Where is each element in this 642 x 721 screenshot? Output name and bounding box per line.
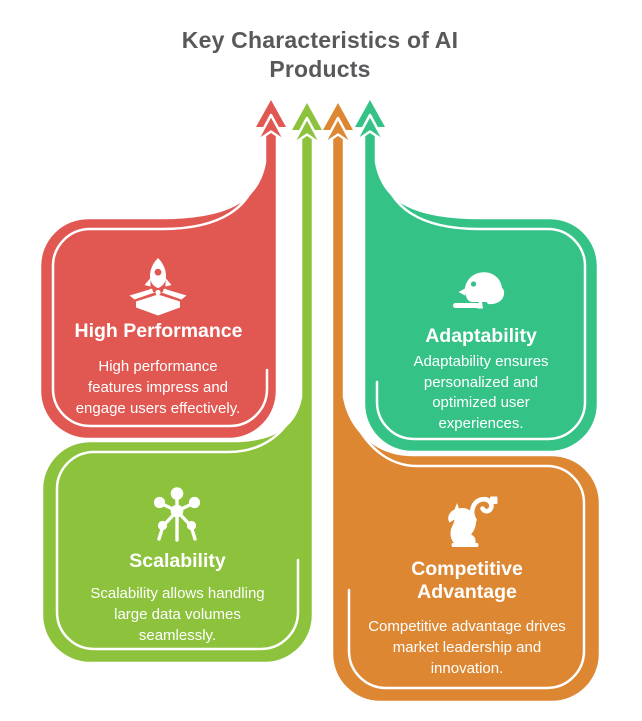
arrow-chevron-teal [354,113,386,143]
rocket-launch-icon [126,255,190,319]
card-description-scalability: Scalability allows handling large data v… [90,585,265,644]
arrow-head-red [256,100,286,127]
page-title: Key Characteristics of AI Products [181,27,459,82]
card-description-competitive-advantage: Competitive advantage drives market lead… [368,618,566,677]
card-inner-outline-adaptability [375,170,587,441]
card-shape-scalability [40,125,315,665]
arrow-head-green [292,103,322,130]
card-description-adaptability: Adaptability ensures personalized and op… [413,353,549,432]
arrow-chevron-green [291,116,323,146]
card-title-competitive-advantage: Competitive Advantage [411,558,523,603]
chameleon-icon [449,258,513,322]
arrow-chevron-red [255,113,287,143]
card-title-high-performance: High Performance [74,320,243,342]
card-inner-outline-scalability [55,398,300,651]
card-shape-competitive-advantage [330,125,602,704]
arrow-head-teal [355,100,385,127]
knight-strategy-icon [434,490,498,554]
atomium-icon [145,482,209,546]
card-title-scalability: Scalability [129,550,226,572]
card-inner-outline-high-performance [51,170,269,428]
card-title-adaptability: Adaptability [425,325,537,347]
arrow-head-orange [323,103,353,130]
chameleon-eye-dot [470,281,477,287]
arrow-chevron-orange [322,116,354,146]
card-description-high-performance: High performance features impress and en… [75,358,241,417]
card-inner-outline-competitive-advantage [346,398,586,690]
